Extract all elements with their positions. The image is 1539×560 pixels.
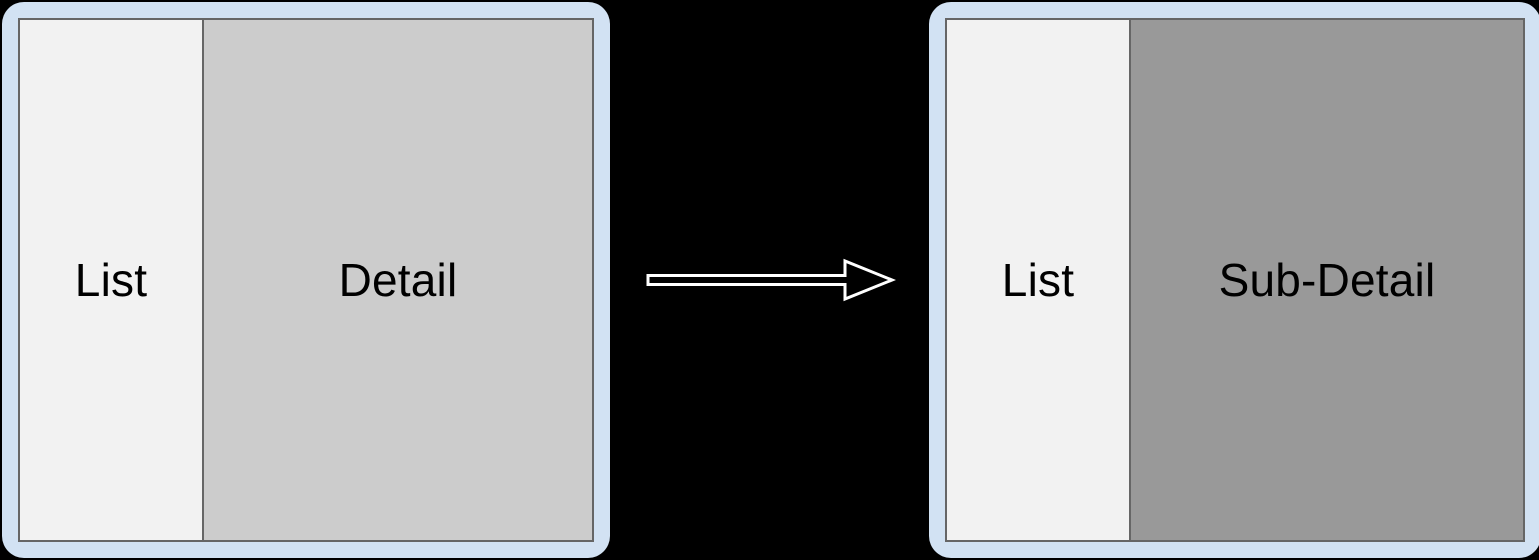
pane-list-label: List — [74, 254, 148, 306]
transition-arrow — [640, 243, 902, 317]
pane-detail-label: Detail — [338, 254, 458, 306]
screen-viewport: List Sub-Detail — [945, 18, 1525, 542]
pane-sub-detail[interactable]: Sub-Detail — [1131, 20, 1523, 540]
pane-list[interactable]: List — [947, 20, 1131, 540]
screen-mock-master-detail[interactable]: List Detail — [2, 2, 610, 558]
arrow-right-icon — [646, 258, 897, 302]
screen-mock-master-sub-detail[interactable]: List Sub-Detail — [929, 2, 1539, 558]
pane-list[interactable]: List — [20, 20, 204, 540]
pane-detail[interactable]: Detail — [204, 20, 592, 540]
pane-list-label: List — [1001, 254, 1075, 306]
pane-sub-detail-label: Sub-Detail — [1218, 254, 1436, 306]
screen-viewport: List Detail — [18, 18, 594, 542]
